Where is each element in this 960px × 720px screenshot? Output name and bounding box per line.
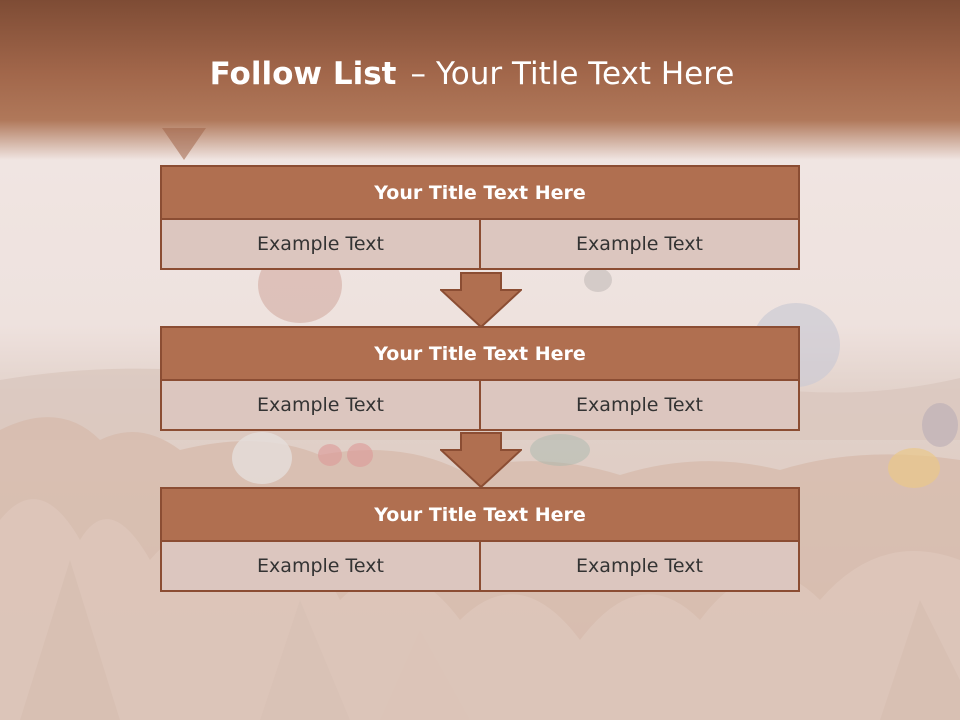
title-dash: – bbox=[410, 56, 426, 92]
page-title: Follow List–Your Title Text Here bbox=[0, 56, 944, 92]
title-main: Follow List bbox=[209, 56, 397, 92]
block-heading: Your Title Text Here bbox=[160, 326, 800, 381]
header-band bbox=[0, 0, 960, 160]
flow-block-2: Your Title Text Here Example Text Exampl… bbox=[160, 326, 800, 431]
down-arrow-icon bbox=[440, 272, 522, 328]
block-heading: Your Title Text Here bbox=[160, 165, 800, 220]
block-cell-left: Example Text bbox=[160, 220, 481, 270]
block-cell-right: Example Text bbox=[481, 220, 800, 270]
block-row: Example Text Example Text bbox=[160, 542, 800, 592]
title-sub: Your Title Text Here bbox=[435, 56, 735, 92]
block-row: Example Text Example Text bbox=[160, 381, 800, 431]
flow-block-3: Your Title Text Here Example Text Exampl… bbox=[160, 487, 800, 592]
block-cell-left: Example Text bbox=[160, 542, 481, 592]
block-cell-right: Example Text bbox=[481, 542, 800, 592]
down-arrow-icon bbox=[440, 432, 522, 488]
block-cell-left: Example Text bbox=[160, 381, 481, 431]
block-cell-right: Example Text bbox=[481, 381, 800, 431]
flow-block-1: Your Title Text Here Example Text Exampl… bbox=[160, 165, 800, 270]
title-callout-tip bbox=[162, 128, 206, 160]
block-heading: Your Title Text Here bbox=[160, 487, 800, 542]
block-row: Example Text Example Text bbox=[160, 220, 800, 270]
